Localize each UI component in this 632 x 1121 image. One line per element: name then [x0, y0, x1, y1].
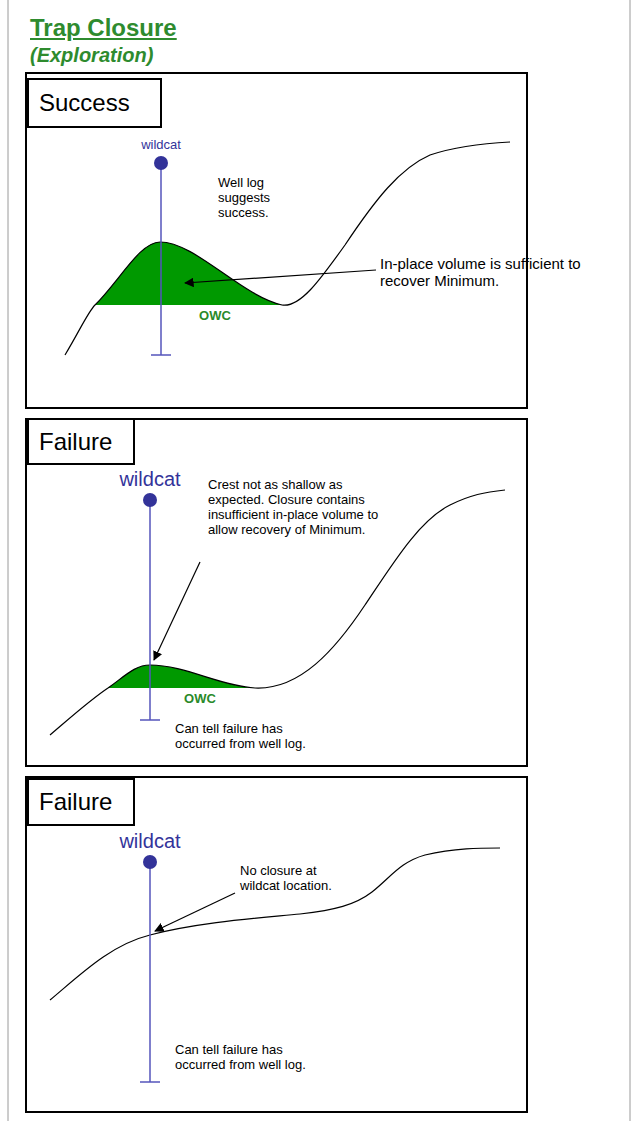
- page-subtitle: (Exploration): [30, 44, 153, 67]
- well-td-tick: [140, 1081, 160, 1083]
- callout-text: No closure at wildcat location.: [240, 864, 358, 894]
- wildcat-symbol: [143, 493, 157, 507]
- callout-text: In-place volume is sufficient to recover…: [380, 255, 620, 290]
- well-td-tick: [151, 354, 171, 356]
- horizon-curve: [65, 142, 510, 355]
- note-text: Can tell failure has occurred from well …: [175, 1043, 335, 1073]
- panel-heading-box: Failure: [27, 778, 135, 826]
- scenario-panel: wildcat Crest not as shallow as expected.…: [25, 418, 528, 767]
- page-edge: [630, 0, 631, 1121]
- panel-heading: Success: [39, 89, 130, 117]
- leader-arrow: [154, 562, 200, 660]
- panel-heading: Failure: [39, 428, 112, 456]
- contact-label: OWC: [184, 692, 216, 707]
- oil-accumulation: [95, 242, 282, 305]
- horizon-curve: [50, 848, 500, 1000]
- wildcat-symbol: [154, 156, 168, 170]
- page-title: Trap Closure: [30, 14, 177, 42]
- leader-arrow: [155, 893, 235, 931]
- well-name: wildcat: [119, 468, 180, 491]
- contact-label: OWC: [199, 309, 231, 324]
- page-edge: [8, 0, 9, 1121]
- well-path: [149, 862, 151, 1082]
- panel-heading-box: Success: [27, 78, 162, 128]
- note-text: Can tell failure has occurred from well …: [175, 722, 335, 752]
- panel-heading: Failure: [39, 788, 112, 816]
- well-name: wildcat: [119, 830, 180, 853]
- well-path: [149, 500, 151, 720]
- leader-arrow: [185, 270, 376, 283]
- scenario-panel: wildcat No closure at wildcat location. Ca…: [25, 776, 528, 1113]
- wildcat-symbol: [143, 855, 157, 869]
- callout-text: Crest not as shallow as expected. Closur…: [208, 478, 383, 538]
- note-text: Well log suggests success.: [218, 176, 308, 221]
- well-td-tick: [140, 719, 160, 721]
- panel-heading-box: Failure: [27, 418, 135, 465]
- well-name: wildcat: [141, 138, 181, 153]
- scenario-panel: wildcatWell log suggests success.In-plac…: [25, 72, 528, 409]
- well-path: [160, 163, 162, 355]
